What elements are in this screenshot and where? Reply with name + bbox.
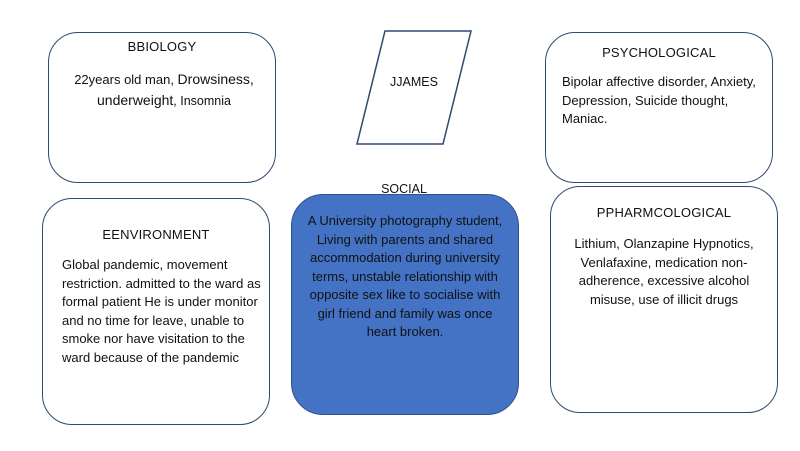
biology-text-part2: Drowsiness, underweight [97, 71, 254, 108]
environment-box: EENVIRONMENT Global pandemic, movement r… [42, 198, 270, 425]
psychological-text: Bipolar affective disorder, Anxiety, Dep… [562, 74, 756, 126]
environment-title: EENVIRONMENT [102, 227, 210, 242]
biology-text-part3: , Insomnia [173, 94, 231, 108]
biology-box: BBIOLOGY 22years old man, Drowsiness, un… [48, 32, 276, 183]
social-title: SOCIAL [381, 182, 427, 196]
james-label: JJAMES [390, 75, 438, 89]
psychological-box: PSYCHOLOGICAL Bipolar affective disorder… [545, 32, 773, 183]
psychological-title: PSYCHOLOGICAL [602, 45, 716, 60]
environment-text: Global pandemic, movement restriction. a… [62, 257, 261, 365]
james-parallelogram [356, 30, 472, 145]
biology-text: 22years old man, Drowsiness, underweight… [65, 69, 263, 111]
social-text: A University photography student, Living… [307, 213, 503, 339]
pharmacological-title: PPHARMCOLOGICAL [596, 205, 732, 220]
pharmacological-box: PPHARMCOLOGICAL Lithium, Olanzapine Hypn… [550, 186, 778, 413]
biology-text-part1: 22years old man, [74, 72, 178, 87]
pharmacological-text: Lithium, Olanzapine Hypnotics, Venlafaxi… [574, 236, 754, 307]
biology-title: BBIOLOGY [127, 39, 197, 54]
social-box: A University photography student, Living… [291, 194, 519, 415]
